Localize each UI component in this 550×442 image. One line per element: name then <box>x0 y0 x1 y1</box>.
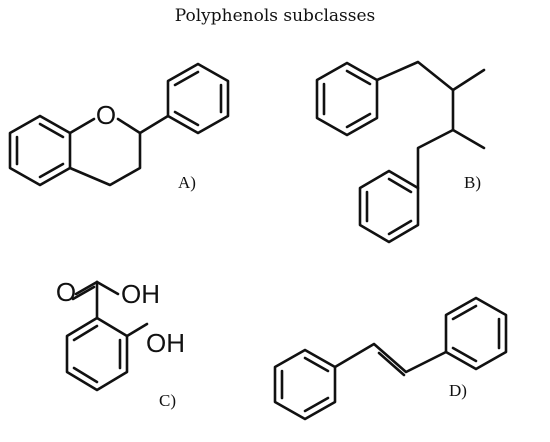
diagram-title: Polyphenols subclasses <box>174 6 376 26</box>
label-c: C) <box>159 391 176 410</box>
structure-d-stilbene: D) <box>273 296 508 421</box>
structure-a-flavan: O A) <box>8 62 230 192</box>
label-a: A) <box>178 173 196 192</box>
hydroxyl-oh: OH <box>146 328 185 358</box>
label-d: D) <box>449 381 467 400</box>
carbonyl-oxygen: O <box>56 277 76 307</box>
structure-c-phenolic-acid: O OH OH C) <box>56 277 185 410</box>
carboxyl-oh: OH <box>121 279 160 309</box>
label-b: B) <box>464 173 481 192</box>
structure-b-lignan: B) <box>315 60 486 244</box>
oxygen-atom: O <box>96 100 116 130</box>
